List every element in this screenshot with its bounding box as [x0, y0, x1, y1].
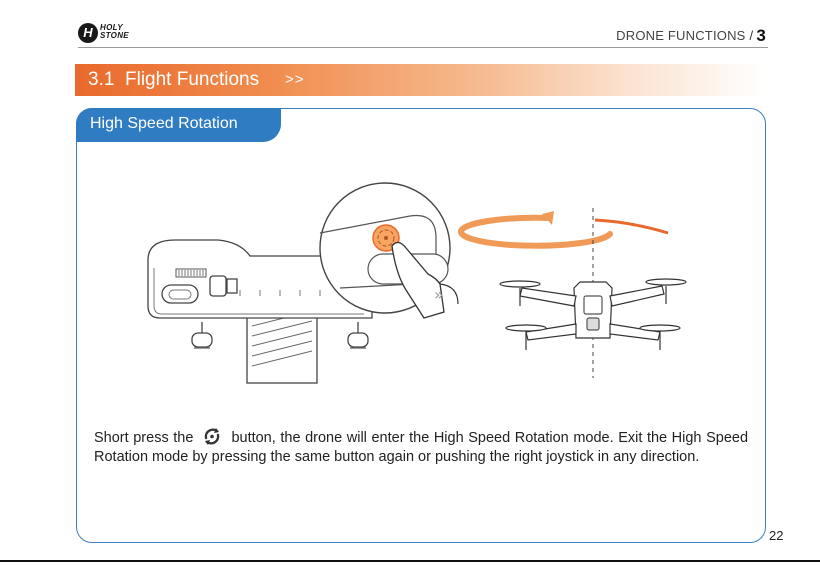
page-header: H HOLY STONE DRONE FUNCTIONS /3 [78, 22, 768, 48]
description-part1: Short press the [94, 430, 193, 446]
page-number: 22 [769, 528, 783, 543]
section-title-number: 3.1 [88, 69, 114, 91]
drone-icon [500, 208, 686, 378]
section-label: DRONE FUNCTIONS /3 [616, 26, 766, 46]
section-slash: / [750, 28, 754, 43]
panel-heading-tab: High Speed Rotation [76, 108, 281, 142]
illustration: » [140, 178, 700, 388]
section-title: Flight Functions [125, 69, 259, 91]
svg-text:»: » [434, 285, 444, 304]
brand-logo-icon: H [78, 23, 98, 43]
panel-heading: High Speed Rotation [90, 115, 238, 133]
brand-logo: H HOLY STONE [78, 22, 138, 44]
brand-logo-line2: STONE [100, 32, 129, 40]
section-title-band: 3.1 Flight Functions >> [75, 64, 765, 96]
section-number: 3 [756, 26, 766, 45]
section-title-arrows: >> [285, 71, 305, 88]
section-label-text: DRONE FUNCTIONS [616, 28, 745, 43]
rotation-arrow-icon [461, 211, 668, 246]
footer-divider [0, 560, 820, 562]
rotation-button-inline-icon [199, 427, 225, 446]
brand-logo-text: HOLY STONE [100, 24, 129, 40]
